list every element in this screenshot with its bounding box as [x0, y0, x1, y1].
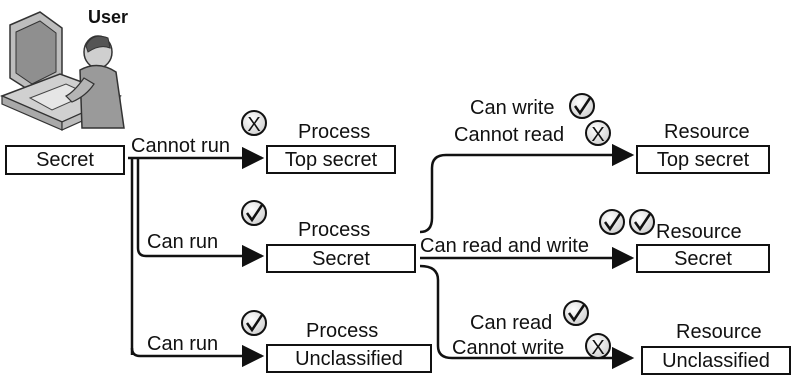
- user-process-connectors: [128, 146, 265, 368]
- process-title: Process: [298, 219, 371, 241]
- edge-label-can-read-and-write: Can read and write: [420, 235, 589, 257]
- user-clearance-box: Secret: [5, 145, 125, 175]
- user-computer-icon: [0, 11, 125, 131]
- process-top-secret-box: Top secret: [266, 145, 396, 174]
- process-unclassified-box: Unclassified: [266, 344, 432, 373]
- edge-label-can-write: Can write: [470, 97, 555, 119]
- process-title: Process: [306, 320, 379, 342]
- resource-top-secret-box: Top secret: [636, 145, 770, 174]
- user-label: User: [88, 7, 129, 27]
- allowed-icon: [629, 209, 655, 235]
- edge-label-can-read: Can read: [470, 312, 553, 334]
- svg-text:X: X: [247, 114, 260, 136]
- edge-label-can-run: Can run: [147, 333, 219, 355]
- resource-unclassified-box: Unclassified: [641, 346, 791, 375]
- process-secret-box: Secret: [266, 244, 416, 273]
- allowed-icon: [241, 310, 267, 336]
- denied-icon: X: [585, 120, 611, 146]
- edge-label-can-run: Can run: [147, 231, 219, 253]
- svg-text:X: X: [591, 337, 604, 359]
- svg-text:X: X: [591, 124, 604, 146]
- denied-icon: X: [585, 333, 611, 359]
- edge-label-cannot-write: Cannot write: [452, 337, 565, 359]
- allowed-icon: [569, 93, 595, 119]
- resource-title: Resource: [676, 321, 762, 343]
- resource-title: Resource: [664, 121, 750, 143]
- edge-label-cannot-run: Cannot run: [131, 135, 230, 157]
- resource-title: Resource: [656, 221, 742, 243]
- process-resource-connectors: [419, 143, 635, 370]
- edge-label-cannot-read: Cannot read: [454, 124, 565, 146]
- allowed-icon: [563, 300, 589, 326]
- allowed-icon: [599, 209, 625, 235]
- denied-icon: X: [241, 110, 267, 136]
- process-title: Process: [298, 121, 371, 143]
- allowed-icon: [241, 200, 267, 226]
- resource-secret-box: Secret: [636, 244, 770, 273]
